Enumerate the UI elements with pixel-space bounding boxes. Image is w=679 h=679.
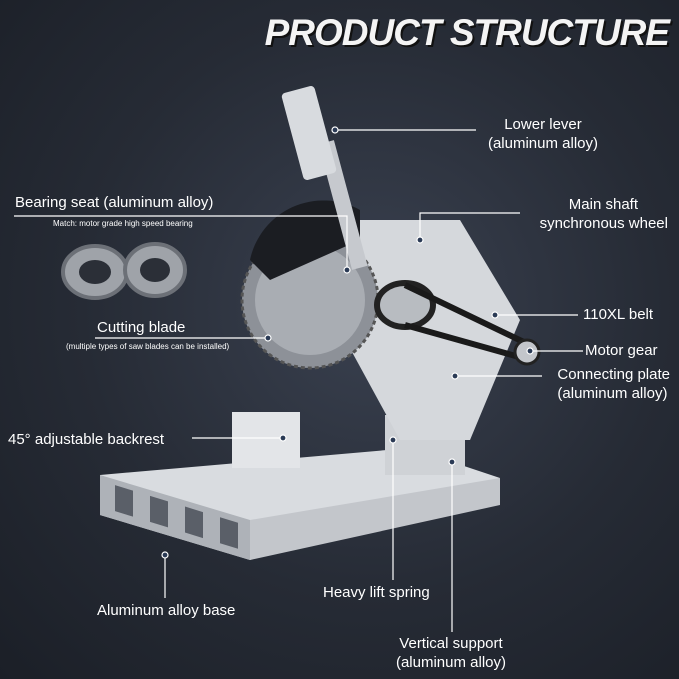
backrest-image (232, 412, 300, 468)
vertical-support-material: (aluminum alloy) (395, 654, 507, 671)
lower-lever-text: Lower lever (504, 116, 582, 133)
synchronous-wheel-image (374, 280, 436, 330)
page-title: PRODUCT STRUCTURE (264, 12, 670, 53)
aluminum-base-image (100, 448, 500, 560)
lever-image (281, 86, 368, 270)
main-shaft-text: Main shaft (568, 196, 638, 213)
saw-blade-image (240, 200, 380, 370)
cutting-blade-label: Cutting blade (97, 319, 186, 336)
bearing-seat-label: Bearing seat (aluminum alloy) (15, 194, 214, 211)
leader-lines (14, 129, 583, 632)
connecting-plate-text: Connecting plate (557, 366, 670, 383)
base-label: Aluminum alloy base (97, 602, 236, 619)
cutting-blade-note: (multiple types of saw blades can be ins… (66, 342, 230, 351)
main-shaft-label: Main shaft synchronous wheel (540, 195, 668, 233)
lower-lever-material: (aluminum alloy) (487, 135, 599, 152)
belt-label: 110XL belt (583, 306, 654, 323)
vertical-support-text: Vertical support (399, 635, 503, 652)
bearing-note: Match: motor grade high speed bearing (53, 219, 193, 228)
backrest-label: 45° adjustable backrest (8, 431, 165, 448)
bearings-image (61, 242, 187, 300)
spring-label: Heavy lift spring (323, 584, 430, 601)
motor-gear-label: Motor gear (585, 342, 658, 359)
connecting-plate-label: Connecting plate (aluminum alloy) (557, 365, 670, 403)
callout-dots (161, 126, 534, 559)
vertical-support-label: Vertical support (aluminum alloy) (385, 634, 517, 672)
lower-lever-label: Lower lever (aluminum alloy) (478, 115, 608, 153)
main-shaft-text-2: synchronous wheel (539, 215, 668, 232)
connecting-plate-material: (aluminum alloy) (557, 385, 668, 402)
